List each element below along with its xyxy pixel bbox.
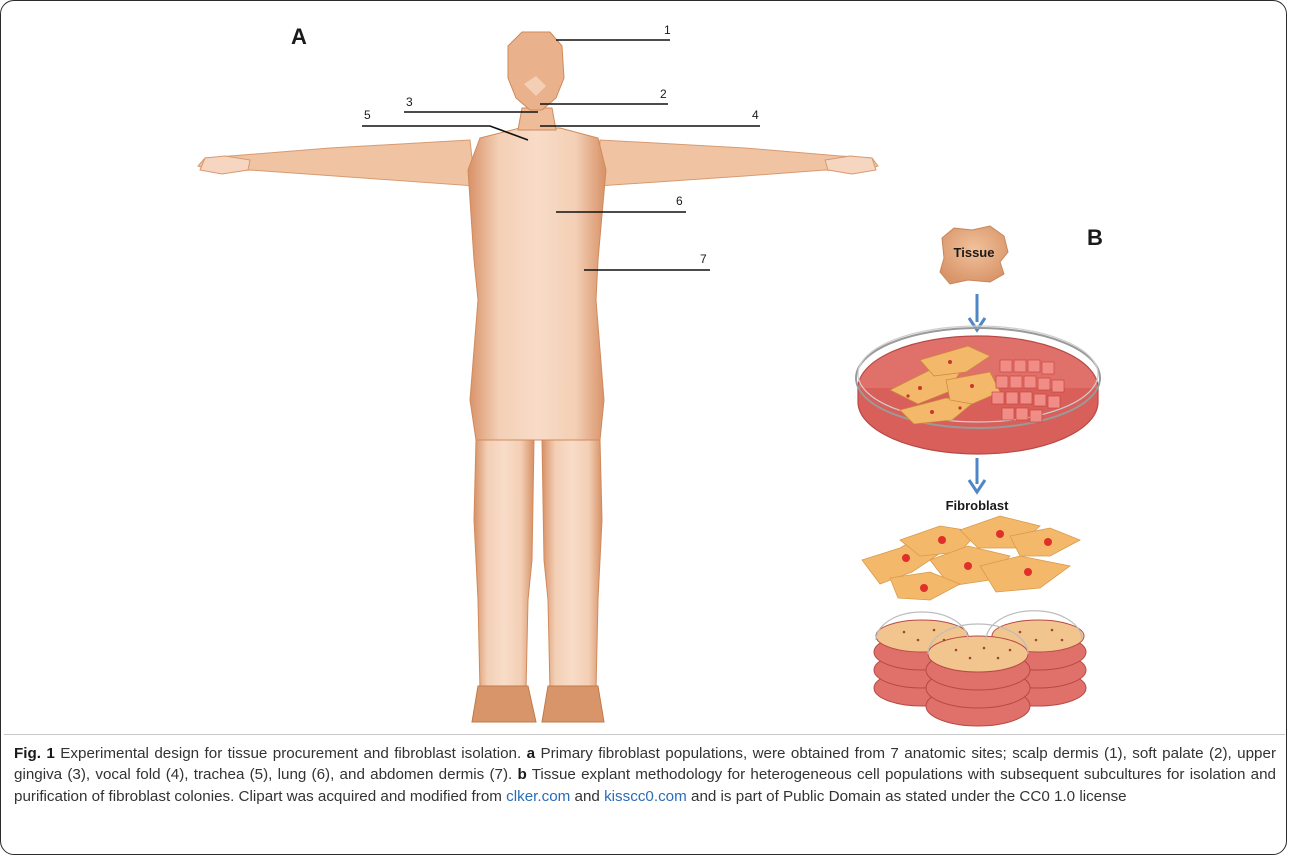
stacked-culture-dishes [874, 611, 1086, 726]
petri-dish-culture [856, 326, 1100, 454]
caption-b-marker: b [517, 766, 526, 783]
caption-fig-label: Fig. 1 [14, 745, 55, 762]
fibroblast-label: Fibroblast [946, 498, 1010, 513]
callout-number-2: 2 [660, 87, 667, 101]
arrow-down-icon-1 [969, 294, 985, 330]
caption-separator [4, 734, 1285, 735]
arrow-down-icon-2 [969, 458, 985, 492]
figure-caption: Fig. 1 Experimental design for tissue pr… [14, 743, 1276, 807]
tissue-label: Tissue [954, 245, 995, 260]
callout-number-1: 1 [664, 23, 671, 37]
caption-intro: Experimental design for tissue procureme… [55, 745, 527, 762]
callout-number-3: 3 [406, 95, 413, 109]
callout-number-4: 4 [752, 108, 759, 122]
callout-number-6: 6 [676, 194, 683, 208]
human-body-figure [198, 32, 878, 722]
callout-number-7: 7 [700, 252, 707, 266]
callout-number-5: 5 [364, 108, 371, 122]
caption-a-marker: a [527, 745, 535, 762]
fibroblast-cells [862, 516, 1080, 600]
link-kisscc0[interactable]: kisscc0.com [604, 788, 687, 805]
caption-end-text: and is part of Public Domain as stated u… [687, 788, 1127, 805]
link-clker[interactable]: clker.com [506, 788, 570, 805]
caption-and-text: and [570, 788, 604, 805]
